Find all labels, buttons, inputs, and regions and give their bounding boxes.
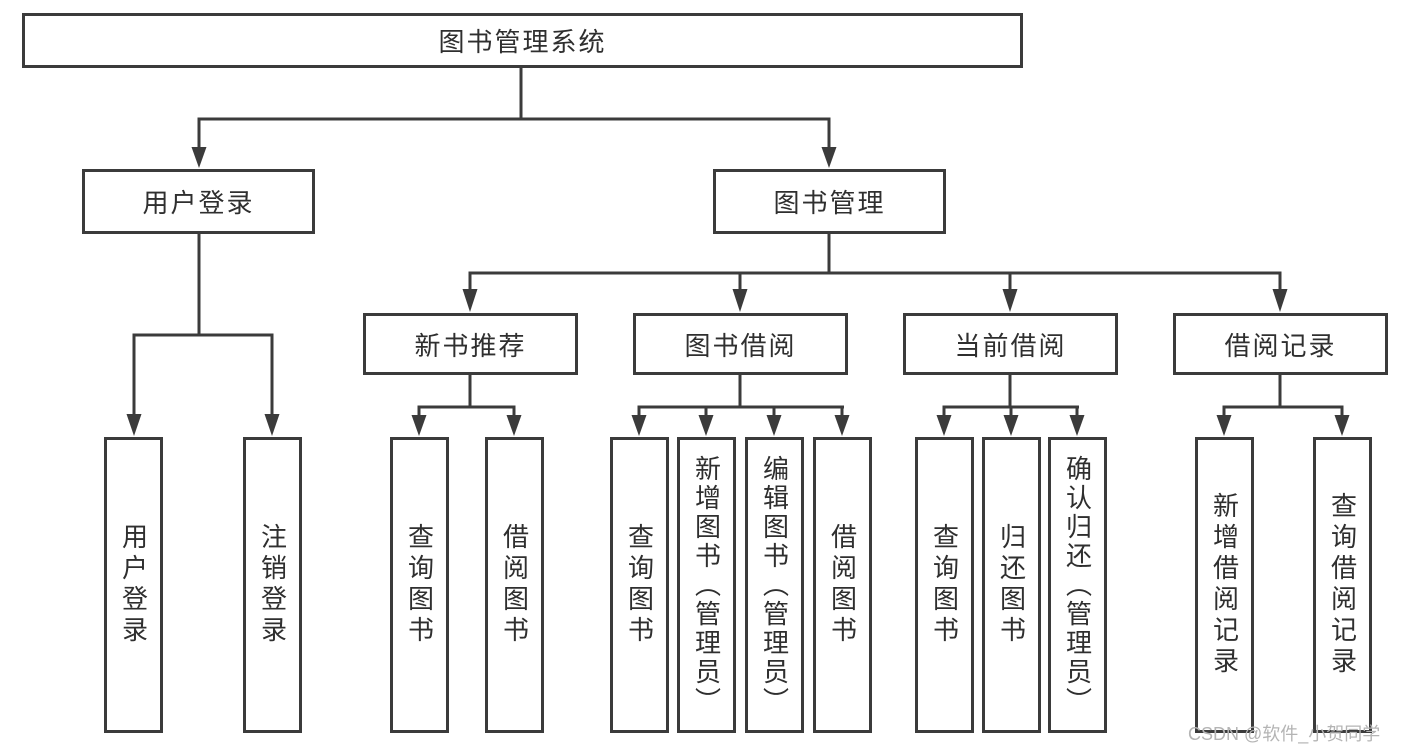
leaf-label: 新增借阅记录: [1209, 492, 1240, 678]
csdn-watermark: CSDN @软件_小贺同学: [1188, 724, 1381, 744]
leaf-return-books: 归还图书: [982, 437, 1041, 733]
leaf-query-books-borrow: 查询图书: [610, 437, 669, 733]
node-current-borrowing: 当前借阅: [903, 313, 1118, 375]
node-borrowing-records: 借阅记录: [1173, 313, 1388, 375]
leaf-query-borrow-record: 查询借阅记录: [1313, 437, 1372, 733]
leaf-query-books-newbook: 查询图书: [390, 437, 449, 733]
node-label: 图书管理系统: [438, 27, 607, 57]
node-library-management-system: 图书管理系统: [22, 13, 1023, 68]
leaf-label: 查询图书: [404, 523, 435, 647]
leaf-user-login: 用户登录: [104, 437, 163, 733]
node-label: 用户登录: [142, 188, 255, 218]
leaf-borrow-books: 借阅图书: [813, 437, 872, 733]
leaf-label: 查询图书: [624, 523, 655, 647]
leaf-borrow-books-newbook: 借阅图书: [485, 437, 544, 733]
leaf-edit-books-admin: 编辑图书（管理员）: [745, 437, 804, 733]
node-book-management: 图书管理: [713, 169, 946, 234]
node-label: 借阅记录: [1224, 330, 1337, 361]
leaf-query-books-current: 查询图书: [915, 437, 974, 733]
node-label: 图书借阅: [684, 330, 797, 361]
leaf-label: 新增图书（管理员）: [691, 454, 722, 716]
leaf-label: 注销登录: [257, 523, 288, 647]
leaf-label: 借阅图书: [827, 523, 858, 647]
connector-paths: [132, 66, 1344, 417]
node-user-login: 用户登录: [82, 169, 315, 234]
leaf-confirm-return-admin: 确认归还（管理员）: [1048, 437, 1107, 733]
leaf-label: 查询图书: [929, 523, 960, 647]
node-label: 当前借阅: [954, 330, 1067, 361]
leaf-label: 编辑图书（管理员）: [759, 454, 790, 716]
node-label: 新书推荐: [414, 330, 527, 361]
leaf-logout: 注销登录: [243, 437, 302, 733]
leaf-label: 确认归还（管理员）: [1062, 454, 1093, 716]
leaf-label: 用户登录: [118, 523, 149, 647]
leaf-label: 借阅图书: [499, 523, 530, 647]
node-new-book-recommend: 新书推荐: [363, 313, 578, 375]
leaf-add-books-admin: 新增图书（管理员）: [677, 437, 736, 733]
leaf-add-borrow-record: 新增借阅记录: [1195, 437, 1254, 733]
leaf-label: 归还图书: [996, 523, 1027, 647]
leaf-label: 查询借阅记录: [1327, 492, 1358, 678]
connector-arrowheads: [126, 147, 1350, 436]
node-book-borrowing: 图书借阅: [633, 313, 848, 375]
node-label: 图书管理: [773, 188, 886, 218]
